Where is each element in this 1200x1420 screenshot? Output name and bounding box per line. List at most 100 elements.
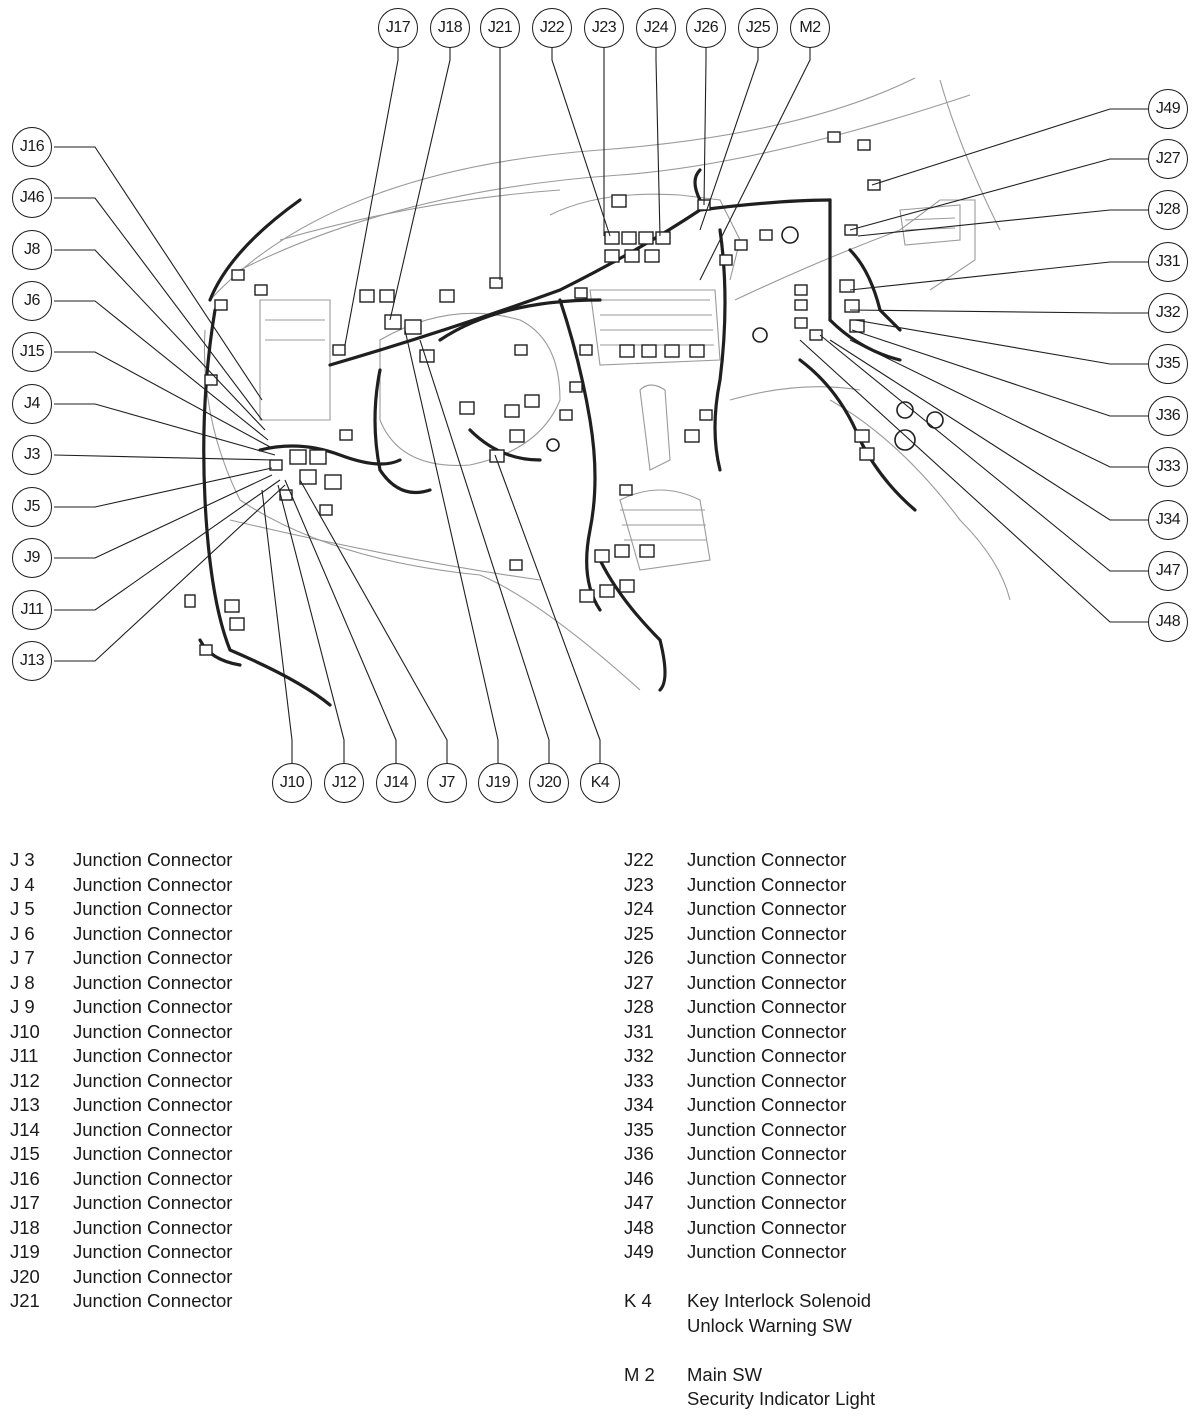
legend-description: Junction Connector: [73, 1265, 232, 1290]
callout-j13: J13: [12, 641, 52, 681]
leader-j31: [849, 261, 1148, 291]
legend-description: Junction Connector: [687, 1216, 846, 1241]
leader-j26: [703, 48, 707, 206]
legend-description-line: Junction Connector: [687, 1143, 847, 1164]
callout-j12: J12: [324, 763, 364, 803]
legend-code: J22: [624, 849, 654, 870]
leader-j22: [551, 48, 611, 237]
legend-description: Junction Connector: [687, 1191, 846, 1216]
callout-j10: J10: [272, 763, 312, 803]
legend-description-line: Junction Connector: [73, 1290, 233, 1311]
leader-j27: [849, 158, 1148, 231]
legend-code: J12: [10, 1069, 40, 1091]
legend-description-line: Junction Connector: [687, 849, 847, 870]
legend-description: Junction Connector: [687, 1069, 846, 1094]
connector-blocks: [184, 131, 881, 656]
legend-description: Junction Connector: [73, 1191, 232, 1216]
callout-j27: J27: [1148, 139, 1188, 179]
leader-j6: [54, 300, 269, 441]
legend-description: Junction Connector: [73, 1142, 232, 1167]
leader-j19: [404, 329, 499, 763]
legend-code: J46: [624, 1167, 654, 1189]
legend-description-line: Junction Connector: [73, 1167, 233, 1189]
legend-description-line: Junction Connector: [687, 971, 847, 993]
legend-code: J28: [624, 996, 654, 1017]
legend-description: Junction Connector: [73, 1216, 232, 1241]
callout-j16: J16: [12, 127, 52, 167]
legend-description: Junction Connector: [73, 1069, 232, 1094]
callout-j32: J32: [1148, 293, 1188, 333]
leader-j24: [655, 48, 661, 237]
dashboard-outline: [203, 77, 1011, 691]
legend-description: Junction Connector: [73, 946, 232, 971]
legend-code: J47: [624, 1192, 654, 1213]
callout-j4: J4: [12, 384, 52, 424]
callout-j7: J7: [427, 763, 467, 803]
legend-code: J 3: [10, 849, 35, 870]
legend-code: J34: [624, 1094, 654, 1115]
leader-j11: [54, 479, 281, 611]
legend-description: Junction Connector: [687, 1167, 846, 1192]
leader-j5: [54, 467, 273, 508]
legend-description-line: Junction Connector: [73, 1265, 233, 1287]
leader-j17: [344, 48, 399, 346]
leader-j4: [54, 403, 276, 456]
legend-code: J33: [624, 1069, 654, 1091]
callout-j9: J9: [12, 538, 52, 578]
legend-code: J 7: [10, 947, 35, 968]
legend-description-line: Junction Connector: [687, 1069, 847, 1091]
legend-description: Junction Connector: [73, 1020, 232, 1045]
callout-j24: J24: [636, 8, 676, 48]
callout-j3: J3: [12, 435, 52, 475]
legend-description: Junction Connector: [73, 1118, 232, 1143]
callout-j22: J22: [532, 8, 572, 48]
legend-code: J16: [10, 1167, 40, 1189]
legend-description-line: Junction Connector: [73, 1094, 233, 1115]
leader-j8: [54, 249, 266, 431]
callout-j8: J8: [12, 230, 52, 270]
callout-j19: J19: [478, 763, 518, 803]
legend-code: J21: [10, 1290, 40, 1311]
legend-description-line: Junction Connector: [687, 1118, 847, 1140]
legend-description-line: Junction Connector: [687, 996, 847, 1017]
legend-description: Junction Connector: [687, 922, 846, 947]
callout-j23: J23: [584, 8, 624, 48]
legend-description: Junction Connector: [73, 1240, 232, 1265]
legend-code: J35: [624, 1118, 654, 1140]
leader-j49: [871, 108, 1148, 186]
legend-description: Junction Connector: [73, 897, 232, 922]
leader-j16: [54, 146, 263, 401]
legend-code: J48: [624, 1216, 654, 1238]
legend-code: J 5: [10, 898, 35, 919]
callout-j47: J47: [1148, 551, 1188, 591]
callout-j36: J36: [1148, 396, 1188, 436]
legend-code: J18: [10, 1216, 40, 1238]
legend-code: J13: [10, 1094, 40, 1115]
legend-description: Junction Connector: [73, 1167, 232, 1192]
callout-k4: K4: [580, 763, 620, 803]
legend-code: J17: [10, 1192, 40, 1213]
legend-code: J31: [624, 1020, 654, 1042]
leader-j13: [54, 484, 286, 662]
legend-description: Junction Connector: [73, 995, 232, 1020]
legend-description-line: Junction Connector: [73, 1118, 233, 1140]
legend-code: J24: [624, 898, 654, 919]
legend-code: J49: [624, 1241, 654, 1262]
legend-description-line: Junction Connector: [73, 947, 233, 968]
callout-j49: J49: [1148, 89, 1188, 129]
grommets: [546, 226, 944, 452]
legend-description-line: Junction Connector: [73, 1045, 233, 1066]
legend-description: Junction Connector: [73, 873, 232, 898]
leader-j18: [389, 48, 451, 321]
legend-description: Junction Connector: [687, 873, 846, 898]
callout-j14: J14: [376, 763, 416, 803]
legend-description: Junction Connector: [73, 922, 232, 947]
legend-description-line: Junction Connector: [73, 898, 233, 919]
legend-description-line: Junction Connector: [687, 898, 847, 919]
callout-j35: J35: [1148, 344, 1188, 384]
legend-code: J23: [624, 873, 654, 895]
legend-description: Junction Connector: [687, 971, 846, 996]
leader-k4: [494, 454, 601, 763]
legend-description-line: Main SW: [687, 1363, 763, 1385]
legend-description: Junction Connector: [687, 1020, 846, 1045]
